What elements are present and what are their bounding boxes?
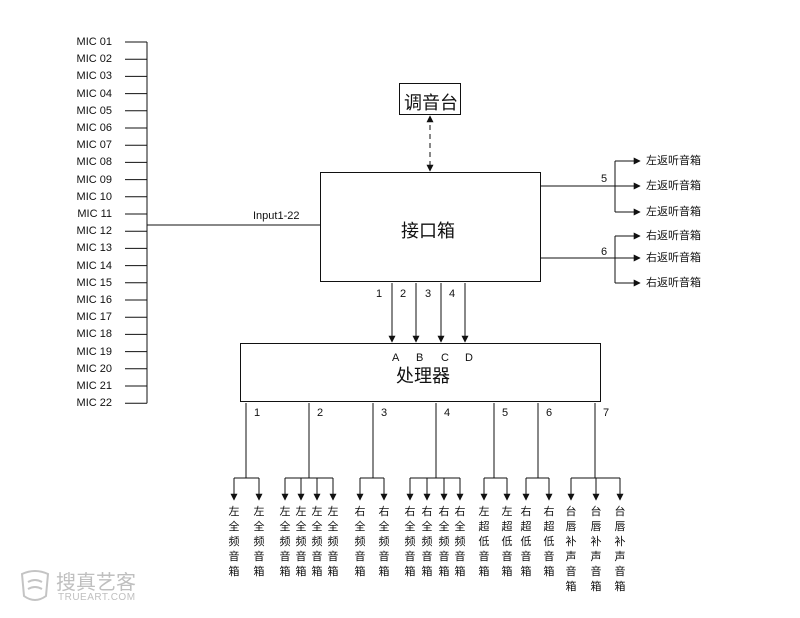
speaker-label: 右全频音箱: [438, 506, 450, 578]
processor-output-number: 1: [254, 407, 261, 419]
speaker-label: 左全频音箱: [253, 506, 265, 578]
monitor-group-number: 5: [601, 173, 608, 185]
mic-label: MIC 08: [76, 156, 112, 169]
speaker-label: 台唇补声音箱: [590, 506, 602, 593]
mic-label: MIC 09: [76, 173, 112, 186]
processor-label: 处理器: [396, 366, 450, 386]
speaker-label: 左全频音箱: [311, 506, 323, 578]
processor-output-number: 5: [502, 407, 509, 419]
mic-label: MIC 05: [76, 104, 112, 117]
speaker-label: 右全频音箱: [378, 506, 390, 578]
input-bus-label: Input1-22: [253, 210, 300, 222]
speaker-label: 台唇补声音箱: [565, 506, 577, 593]
processor-output-number: 4: [444, 407, 451, 419]
watermark-subtitle: TRUEART.COM: [58, 592, 136, 603]
monitor-speaker-label: 左返听音箱: [646, 206, 701, 218]
speaker-label: 右超低音箱: [543, 506, 555, 578]
monitor-speaker-label: 左返听音箱: [646, 155, 701, 167]
speaker-label: 右超低音箱: [520, 506, 532, 578]
mic-label: MIC 16: [76, 294, 112, 306]
speaker-label: 左全频音箱: [295, 506, 307, 578]
processor-output-number: 2: [317, 407, 324, 419]
mic-label: MIC 10: [76, 190, 112, 203]
processor-input-letter: B: [416, 352, 424, 364]
speaker-label: 右全频音箱: [454, 506, 466, 578]
mic-label: MIC 18: [76, 328, 112, 341]
speaker-label: 左超低音箱: [478, 506, 490, 578]
console-box: 调音台: [399, 83, 461, 115]
mic-label: MIC 12: [76, 225, 112, 238]
watermark-logo-icon: [20, 570, 50, 601]
mic-label: MIC 14: [76, 259, 112, 272]
interface-output-number: 3: [425, 288, 432, 300]
processor-input-letter: A: [392, 352, 400, 364]
mic-label: MIC 01: [76, 36, 112, 48]
speaker-label: 左超低音箱: [501, 506, 513, 578]
interface-box: 接口箱: [320, 172, 541, 282]
mic-label: MIC 02: [76, 53, 112, 66]
mic-label: MIC 17: [76, 311, 112, 324]
mic-label: MIC 15: [76, 276, 112, 289]
speaker-label: 台唇补声音箱: [614, 506, 626, 593]
monitor-speaker-label: 右返听音箱: [646, 277, 701, 289]
processor-output-number: 6: [546, 407, 553, 419]
watermark-title: 搜真艺客: [56, 570, 136, 594]
processor-input-letter: C: [441, 352, 449, 364]
monitor-speaker-label: 右返听音箱: [646, 252, 701, 264]
speaker-label: 左全频音箱: [228, 506, 240, 578]
mic-label: MIC 20: [76, 362, 112, 375]
speaker-label: 左全频音箱: [327, 506, 339, 578]
mic-label: MIC 19: [76, 345, 112, 358]
interface-output-number: 1: [376, 288, 383, 300]
speaker-label: 右全频音箱: [354, 506, 366, 578]
speaker-label: 左全频音箱: [279, 506, 291, 578]
mic-label: MIC 22: [76, 397, 112, 410]
interface-output-number: 4: [449, 288, 456, 300]
processor-box: 处理器: [240, 343, 601, 402]
mic-label: MIC 07: [76, 139, 112, 152]
monitor-speaker-label: 左返听音箱: [646, 180, 701, 192]
interface-output-number: 2: [400, 288, 407, 300]
monitor-group-number: 6: [601, 246, 608, 258]
mic-label: MIC 04: [76, 87, 112, 100]
speaker-label: 右全频音箱: [404, 506, 416, 578]
mic-label: MIC 06: [76, 122, 112, 134]
monitor-speaker-label: 右返听音箱: [646, 230, 701, 242]
console-label: 调音台: [404, 93, 458, 113]
mic-label: MIC 13: [76, 242, 112, 255]
mic-label: MIC 21: [76, 380, 112, 392]
processor-output-number: 7: [603, 407, 610, 419]
speaker-label: 右全频音箱: [421, 506, 433, 578]
processor-output-number: 3: [381, 407, 388, 419]
mic-label: MIC 11: [77, 208, 112, 220]
mic-label: MIC 03: [76, 70, 112, 83]
processor-input-letter: D: [465, 352, 473, 364]
interface-box-label: 接口箱: [401, 221, 455, 241]
